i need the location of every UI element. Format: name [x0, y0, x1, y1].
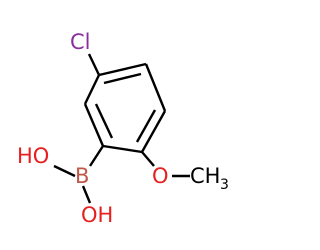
ring-bond-c6-c5	[83, 74, 101, 105]
chlorine-atom-label: Cl	[70, 30, 91, 54]
bond-c1-b	[88, 145, 105, 167]
ring-bond-c1-c6	[83, 103, 105, 147]
hydroxyl-upper-label: HO	[17, 144, 49, 168]
methoxy-oxygen-label: O	[152, 164, 169, 188]
ring-bond-c5-c4	[98, 62, 147, 77]
ring-double-bond-inner-left	[94, 103, 114, 139]
bond-c5-cl	[87, 53, 101, 76]
ring-double-bond-inner-top	[103, 72, 142, 85]
ring-bond-c2-c1	[102, 144, 143, 154]
methyl-carbon-label: CH	[190, 164, 220, 188]
bond-b-ho-upper	[53, 164, 76, 178]
ring-double-bond-inner-right	[135, 109, 157, 143]
hydroxyl-lower-label: OH	[81, 203, 113, 227]
chemical-structure: Cl B HO OH O CH 3	[17, 30, 229, 227]
methyl-subscript-label: 3	[220, 177, 229, 193]
bond-b-oh-lower	[81, 185, 92, 204]
ring-bond-c4-c3	[144, 63, 167, 112]
ring-bond-c3-c2	[140, 110, 167, 153]
bond-c2-o	[141, 151, 155, 167]
boron-atom-label: B	[75, 164, 89, 188]
